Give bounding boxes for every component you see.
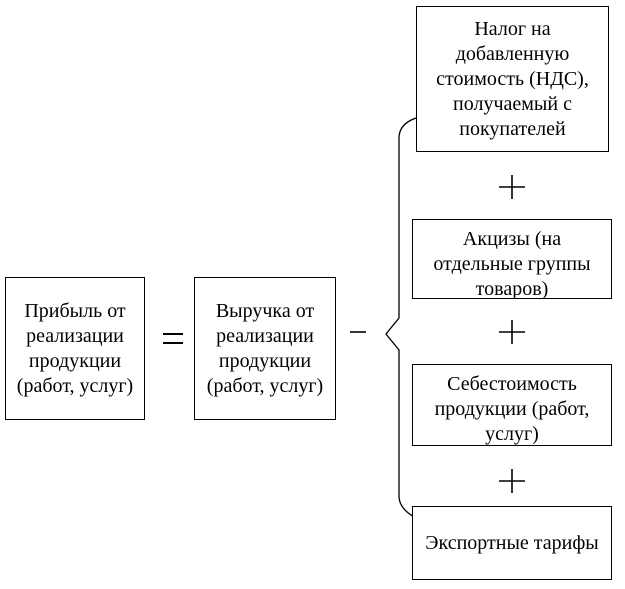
vat-box: Налог на добавленную стоимость (НДС), по… [416, 6, 609, 152]
plus-sign-3 [499, 469, 525, 493]
cost-label: Себестоимость продукции (работ, услуг) [434, 373, 590, 445]
vat-label: Налог на добавленную стоимость (НДС), по… [436, 17, 589, 140]
profit-label: Прибыль от реализации продукции (работ, … [16, 299, 134, 397]
plus-sign-1 [499, 175, 525, 199]
profit-box: Прибыль от реализации продукции (работ, … [5, 277, 145, 420]
excise-box: Акцизы (на отдельные группы товаров) [412, 219, 612, 299]
cost-box: Себестоимость продукции (работ, услуг) [412, 364, 612, 446]
revenue-box: Выручка от реализации продукции (работ, … [194, 277, 336, 420]
excise-label: Акцизы (на отдельные группы товаров) [433, 228, 591, 299]
export-tariffs-label: Экспортные тарифы [425, 531, 599, 554]
equals-sign [163, 333, 183, 344]
brace-line [385, 117, 417, 519]
export-tariffs-box: Экспортные тарифы [412, 506, 612, 580]
revenue-label: Выручка от реализации продукции (работ, … [206, 299, 324, 397]
plus-sign-2 [499, 320, 525, 344]
